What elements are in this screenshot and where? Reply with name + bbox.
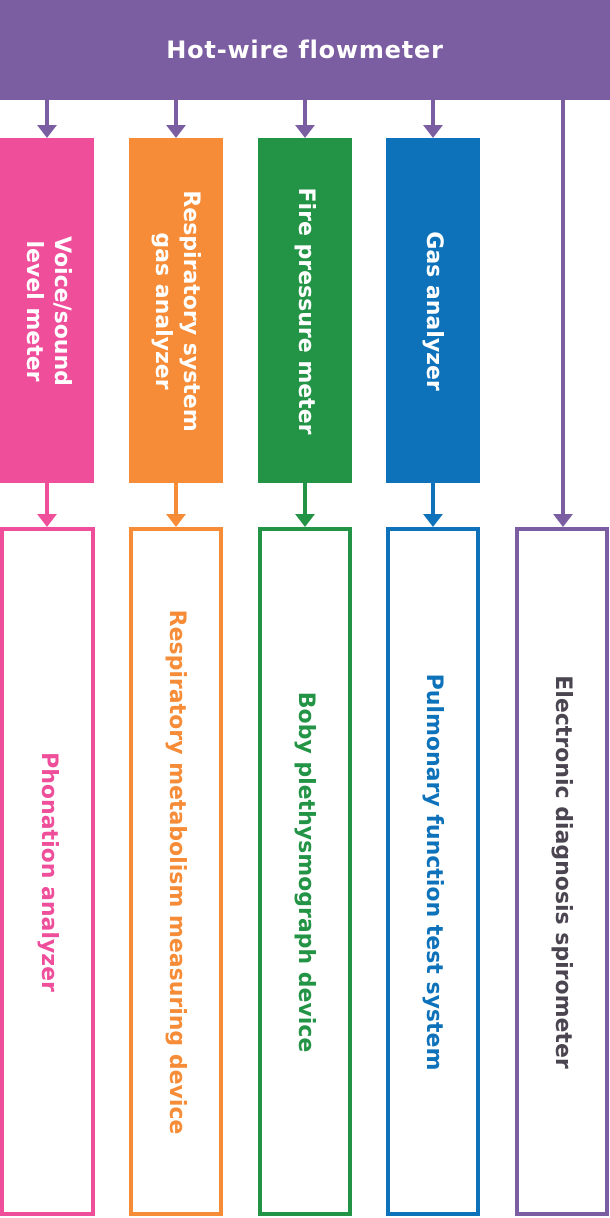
box-pulmonary-function-test-system: Pulmonary function test system bbox=[386, 527, 480, 1216]
box-respiratory-metabolism-measuring-device: Respiratory metabolism measuring device bbox=[129, 527, 223, 1216]
arrowhead-icon bbox=[37, 125, 57, 138]
box-label: Respiratory metabolism measuring device bbox=[164, 609, 189, 1134]
box-label-line: Fire pressure meter bbox=[293, 187, 318, 434]
header-banner: Hot-wire flowmeter bbox=[0, 0, 610, 100]
box-label-line: Gas analyzer bbox=[421, 230, 446, 391]
arrowhead-icon bbox=[553, 514, 573, 527]
box-fire-pressure-meter: Fire pressure meter bbox=[258, 138, 352, 483]
arrowhead-icon bbox=[166, 125, 186, 138]
box-electronic-diagnosis-spirometer: Electronic diagnosis spirometer bbox=[515, 527, 609, 1216]
box-boby-plethysmograph-device: Boby plethysmograph device bbox=[258, 527, 352, 1216]
arrowhead-icon bbox=[166, 514, 186, 527]
box-gas-analyzer: Gas analyzer bbox=[386, 138, 480, 483]
box-label: Boby plethysmograph device bbox=[293, 691, 318, 1052]
box-label: Pulmonary function test system bbox=[421, 673, 446, 1070]
box-label-line: gas analyzer bbox=[150, 231, 175, 390]
box-phonation-analyzer: Phonation analyzer bbox=[0, 527, 95, 1216]
box-label: Electronic diagnosis spirometer bbox=[550, 674, 575, 1069]
box-voice-sound-level-meter: Voice/sound level meter bbox=[0, 138, 94, 483]
arrowhead-icon bbox=[423, 514, 443, 527]
diagram-title: Hot-wire flowmeter bbox=[166, 36, 444, 64]
box-label-line: Voice/sound bbox=[49, 235, 74, 386]
arrowhead-icon bbox=[295, 514, 315, 527]
box-label-line: level meter bbox=[21, 239, 46, 382]
box-label: Phonation analyzer bbox=[35, 751, 61, 992]
box-respiratory-system-gas-analyzer: Respiratory system gas analyzer bbox=[129, 138, 223, 483]
arrowhead-icon bbox=[37, 514, 57, 527]
box-label-line: Respiratory system bbox=[178, 189, 203, 432]
arrowhead-icon bbox=[423, 125, 443, 138]
arrowhead-icon bbox=[295, 125, 315, 138]
